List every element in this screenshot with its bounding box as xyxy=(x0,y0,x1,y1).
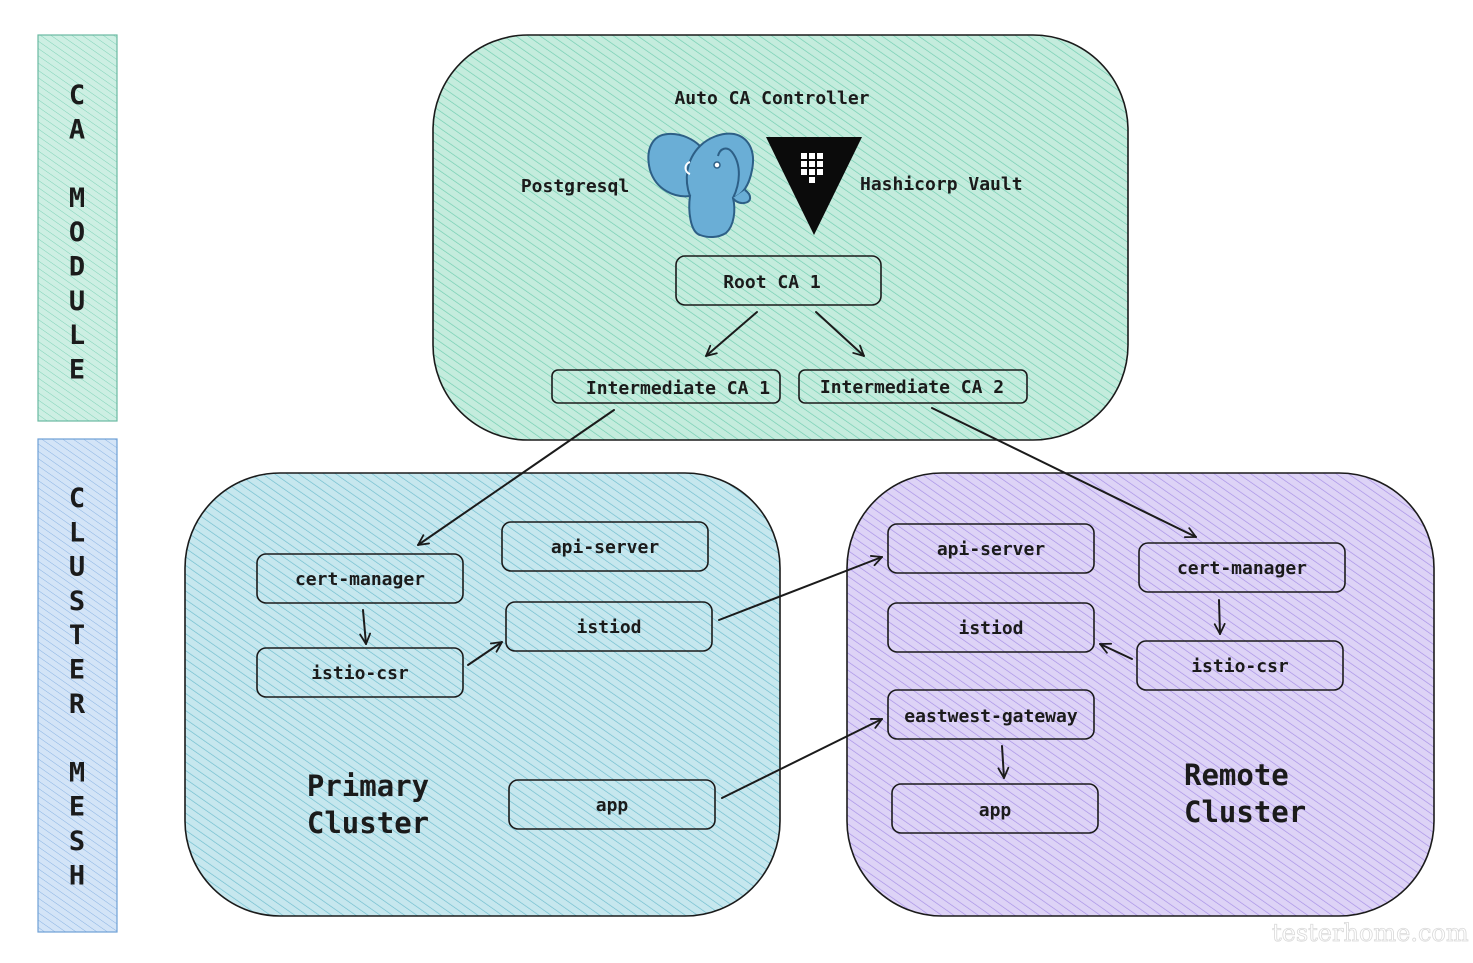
primary-app-label: app xyxy=(596,795,629,816)
intermediate-ca-2-label: Intermediate CA 2 xyxy=(820,377,1004,398)
arrow-primary-cert-manager-to-istio-csr xyxy=(359,609,372,645)
root-ca-label: Root CA 1 xyxy=(723,272,821,293)
primary-api-server-label: api-server xyxy=(551,537,660,558)
primary-istiod-box: istiod xyxy=(505,601,713,652)
arrow-primary-app-to-eastwest-gateway xyxy=(721,718,883,799)
intermediate-ca-1-label: Intermediate CA 1 xyxy=(586,378,770,399)
remote-cluster-title-line1: Remote xyxy=(1184,758,1289,792)
intermediate-ca-1-box: Intermediate CA 1 xyxy=(551,369,781,404)
cluster-mesh-letter: S xyxy=(69,826,85,857)
primary-cluster-region: cert-manager istio-csr api-server istiod… xyxy=(184,472,781,917)
primary-app-box: app xyxy=(508,779,716,830)
arrow-primary-istio-csr-to-istiod xyxy=(467,641,503,666)
arrow-remote-cert-manager-to-istio-csr xyxy=(1213,599,1226,635)
cluster-mesh-letter: H xyxy=(69,860,85,891)
primary-cert-manager-label: cert-manager xyxy=(295,569,425,590)
remote-istiod-box: istiod xyxy=(887,602,1095,653)
vault-label: Hashicorp Vault xyxy=(860,174,1023,195)
ca-module-letter: A xyxy=(69,114,85,145)
remote-cert-manager-box: cert-manager xyxy=(1138,542,1346,593)
primary-istio-csr-label: istio-csr xyxy=(311,663,409,684)
arrow-root-to-intermediate-1 xyxy=(705,311,758,357)
arrow-primary-istiod-to-remote-api-server xyxy=(718,555,883,621)
ca-controller-title: Auto CA Controller xyxy=(674,88,869,109)
ca-module-letter: D xyxy=(69,252,85,283)
ca-module-letter: M xyxy=(69,183,85,214)
remote-eastwest-gateway-label: eastwest-gateway xyxy=(904,706,1078,727)
remote-istio-csr-label: istio-csr xyxy=(1191,656,1289,677)
ca-module-letter: L xyxy=(69,320,85,351)
cluster-mesh-letter: E xyxy=(69,655,85,686)
remote-cert-manager-label: cert-manager xyxy=(1177,558,1307,579)
ca-module-letter: C xyxy=(69,80,85,111)
primary-istiod-label: istiod xyxy=(576,617,641,638)
ca-module-letter: E xyxy=(69,354,85,385)
primary-api-server-box: api-server xyxy=(501,521,709,572)
primary-cert-manager-box: cert-manager xyxy=(256,553,464,604)
root-ca-box: Root CA 1 xyxy=(675,255,882,306)
cluster-mesh-letter: E xyxy=(69,792,85,823)
remote-cluster-region: api-server istiod eastwest-gateway app c… xyxy=(846,472,1435,917)
cluster-mesh-letter: T xyxy=(69,620,85,651)
arrow-intermediate-2-to-remote-cert-manager xyxy=(931,407,1197,539)
cluster-mesh-letter: C xyxy=(69,483,85,514)
ca-controller-region: Auto CA Controller Postgresql Hashicorp … xyxy=(432,34,1129,441)
ca-module-letter: O xyxy=(69,217,85,248)
postgresql-label: Postgresql xyxy=(521,176,629,197)
remote-cluster-title-line2: Cluster xyxy=(1184,795,1306,829)
postgresql-elephant-icon xyxy=(647,132,754,239)
remote-istiod-label: istiod xyxy=(958,618,1023,639)
ca-module-letter: U xyxy=(69,286,85,317)
intermediate-ca-2-box: Intermediate CA 2 xyxy=(798,369,1028,404)
cluster-mesh-letter: S xyxy=(69,586,85,617)
remote-eastwest-gateway-box: eastwest-gateway xyxy=(887,689,1095,740)
cluster-mesh-letter: M xyxy=(69,757,85,788)
remote-app-box: app xyxy=(891,783,1099,834)
remote-api-server-label: api-server xyxy=(937,539,1046,560)
cluster-mesh-letter: R xyxy=(69,689,86,720)
remote-app-label: app xyxy=(979,800,1012,821)
primary-cluster-title-line1: Primary xyxy=(307,769,429,803)
arrow-eastwest-gateway-to-remote-app xyxy=(997,745,1010,779)
arrow-root-to-intermediate-2 xyxy=(815,311,865,357)
primary-istio-csr-box: istio-csr xyxy=(256,647,464,698)
primary-cluster-title-line2: Cluster xyxy=(307,806,429,840)
arrow-intermediate-1-to-primary-cert-manager xyxy=(417,409,615,546)
cluster-mesh-letter: L xyxy=(69,517,85,548)
remote-istio-csr-box: istio-csr xyxy=(1136,640,1344,691)
cluster-mesh-letter: U xyxy=(69,552,85,583)
watermark: testerhome.com xyxy=(1272,919,1469,947)
arrow-remote-istio-csr-to-istiod xyxy=(1099,642,1133,660)
hashicorp-vault-icon xyxy=(766,137,862,235)
remote-api-server-box: api-server xyxy=(887,523,1095,574)
